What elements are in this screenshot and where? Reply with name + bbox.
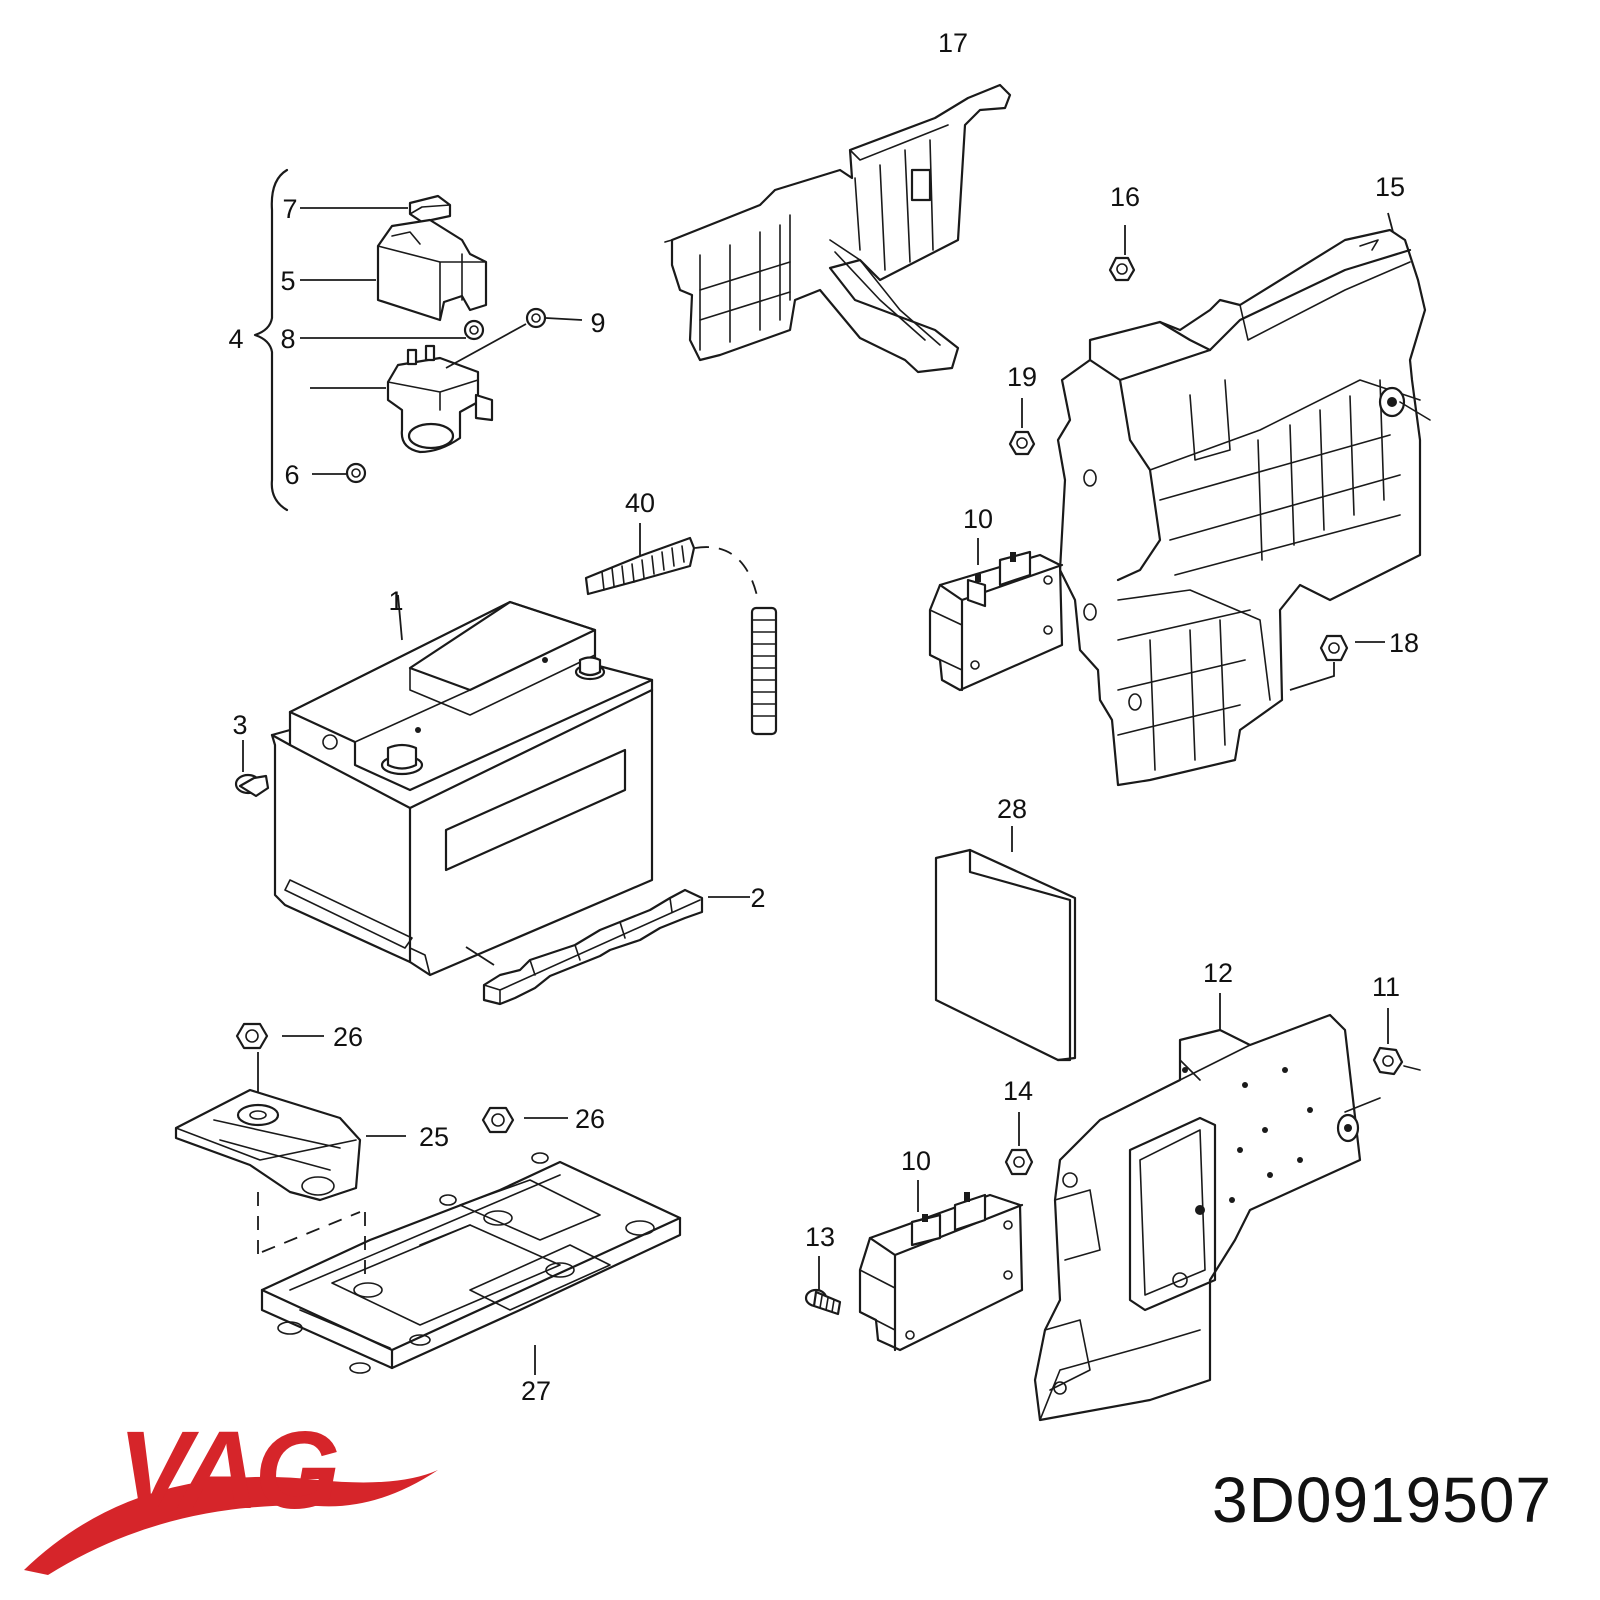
- callout-40: 40: [625, 488, 655, 518]
- callout-7: 7: [282, 194, 297, 224]
- part-11-nut: [1344, 1008, 1421, 1113]
- part-13-bolt: [804, 1256, 842, 1316]
- part-12-side-bracket: [1033, 993, 1362, 1422]
- part-7-relay-cap: [408, 194, 452, 224]
- part-17-upper-bracket: [664, 83, 1012, 374]
- callout-8: 8: [280, 324, 295, 354]
- callout-4: 4: [228, 324, 243, 354]
- callout-26-upper: 26: [333, 1022, 363, 1052]
- part-3-vent-plug: [234, 740, 270, 798]
- callout-13: 13: [805, 1222, 835, 1252]
- part-number: 3D0919507: [1212, 1464, 1552, 1536]
- callout-18: 18: [1389, 628, 1419, 658]
- callout-10-upper: 10: [963, 504, 993, 534]
- callout-27: 27: [521, 1376, 551, 1406]
- part-9-nut: [525, 307, 547, 329]
- logo-wordmark: VAG: [118, 1410, 338, 1532]
- callout-12: 12: [1203, 958, 1233, 988]
- part-10-control-module-lower: [858, 1180, 1024, 1352]
- callout-11: 11: [1372, 972, 1400, 1002]
- part-26-nut-upper: [235, 1022, 324, 1100]
- part-1-battery: [270, 594, 654, 977]
- callout-19: 19: [1007, 362, 1037, 392]
- part-25-bracket: [174, 1088, 406, 1260]
- callout-14: 14: [1003, 1076, 1033, 1106]
- part-14-nut: [1004, 1112, 1034, 1176]
- part-4-fuse-holder-assembly: [253, 168, 583, 512]
- part-10-control-module-upper: [928, 538, 1064, 692]
- part-26-nut-lower: [481, 1106, 568, 1134]
- part-40-cable: [584, 523, 778, 736]
- callout-26-lower: 26: [575, 1104, 605, 1134]
- callout-6: 6: [284, 460, 299, 490]
- part-18-nut: [1289, 634, 1385, 691]
- logo-swoosh: [24, 1470, 438, 1575]
- part-2-holddown-strip: [465, 888, 750, 1006]
- part-27-battery-tray: [260, 1152, 682, 1375]
- part-6-nut: [345, 462, 367, 484]
- callout-15: 15: [1375, 172, 1405, 202]
- part-8-nut: [463, 319, 485, 341]
- part-28-pad: [934, 826, 1077, 1062]
- callout-3: 3: [232, 710, 247, 740]
- callout-labels: 17 16 15 7 5 4 8 9 6 19 40 10 18 1 3 28 …: [228, 28, 1419, 1406]
- callout-5: 5: [280, 266, 295, 296]
- part-5-cover: [376, 218, 488, 322]
- callout-1: 1: [388, 586, 403, 616]
- callout-17: 17: [938, 28, 968, 58]
- callout-16: 16: [1110, 182, 1140, 212]
- part-19-nut: [1008, 398, 1036, 456]
- callout-28: 28: [997, 794, 1027, 824]
- callout-25: 25: [419, 1122, 449, 1152]
- vag-logo: VAG: [24, 1410, 438, 1575]
- callout-2: 2: [750, 883, 765, 913]
- fuse-holder-body: [386, 356, 480, 454]
- part-15-battery-carrier: [1056, 212, 1431, 787]
- part-16-nut: [1108, 225, 1136, 282]
- callout-9: 9: [590, 308, 605, 338]
- callout-10-lower: 10: [901, 1146, 931, 1176]
